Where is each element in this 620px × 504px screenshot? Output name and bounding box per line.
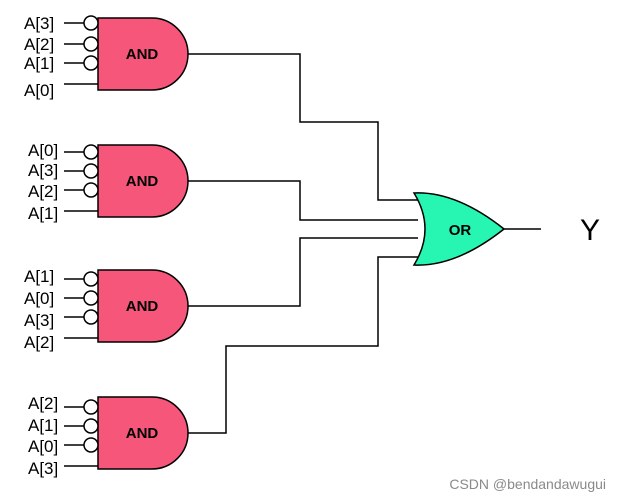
wire-and3-to-or [188, 237, 418, 307]
inverter-bubble [83, 271, 99, 287]
or-gate-label: OR [449, 222, 472, 239]
input-label: A[3] [24, 311, 54, 330]
input-label: A[2] [24, 35, 54, 54]
input-label: A[0] [24, 289, 54, 308]
and-gate-label: AND [126, 425, 159, 442]
inverter-bubble [83, 182, 99, 198]
and-gate-label: AND [126, 173, 159, 190]
input-label: A[1] [28, 416, 58, 435]
gate-1-inputs: A[3] A[2] A[1] A[0] [24, 14, 99, 100]
wire-and1-to-or [188, 53, 418, 201]
and-gate-body [97, 17, 189, 91]
input-label: A[1] [24, 54, 54, 73]
inverter-bubble [83, 309, 99, 325]
input-label: A[0] [28, 437, 58, 456]
watermark: CSDN @bendandawugui [449, 476, 606, 492]
output-label: Y [580, 214, 600, 247]
input-label: A[3] [24, 14, 54, 33]
and-gate-1: AND [97, 17, 189, 91]
inverter-bubble [83, 55, 99, 71]
wires [188, 53, 541, 434]
inverter-bubble [83, 418, 99, 434]
inverter-bubble [83, 437, 99, 453]
or-gate-body [412, 192, 506, 266]
and-gate-body [97, 396, 189, 470]
gate-4-inputs: A[2] A[1] A[0] A[3] [28, 394, 99, 478]
or-gate: OR [412, 192, 506, 266]
inverter-bubble [83, 399, 99, 415]
input-label: A[0] [24, 81, 54, 100]
gate-2-inputs: A[0] A[3] A[2] A[1] [28, 141, 99, 223]
input-label: A[3] [28, 459, 58, 478]
wire-and2-to-or [188, 180, 418, 221]
input-label: A[0] [28, 141, 58, 160]
inverter-bubble [83, 36, 99, 52]
inverter-bubble [83, 15, 99, 31]
input-label: A[2] [28, 394, 58, 413]
and-gate-label: AND [126, 46, 159, 63]
gate-3-inputs: A[1] A[0] A[3] A[2] [24, 267, 99, 352]
and-gate-body [97, 269, 189, 343]
input-label: A[2] [24, 333, 54, 352]
inverter-bubble [83, 290, 99, 306]
inverter-bubble [83, 163, 99, 179]
input-label: A[3] [28, 161, 58, 180]
and-gate-4: AND [97, 396, 189, 470]
inverter-bubble [83, 144, 99, 160]
and-gate-2: AND [97, 144, 189, 218]
input-label: A[1] [24, 267, 54, 286]
and-gate-3: AND [97, 269, 189, 343]
and-gate-body [97, 144, 189, 218]
wire-and4-to-or [188, 256, 418, 434]
input-label: A[2] [28, 182, 58, 201]
and-gate-label: AND [126, 298, 159, 315]
input-label: A[1] [28, 204, 58, 223]
